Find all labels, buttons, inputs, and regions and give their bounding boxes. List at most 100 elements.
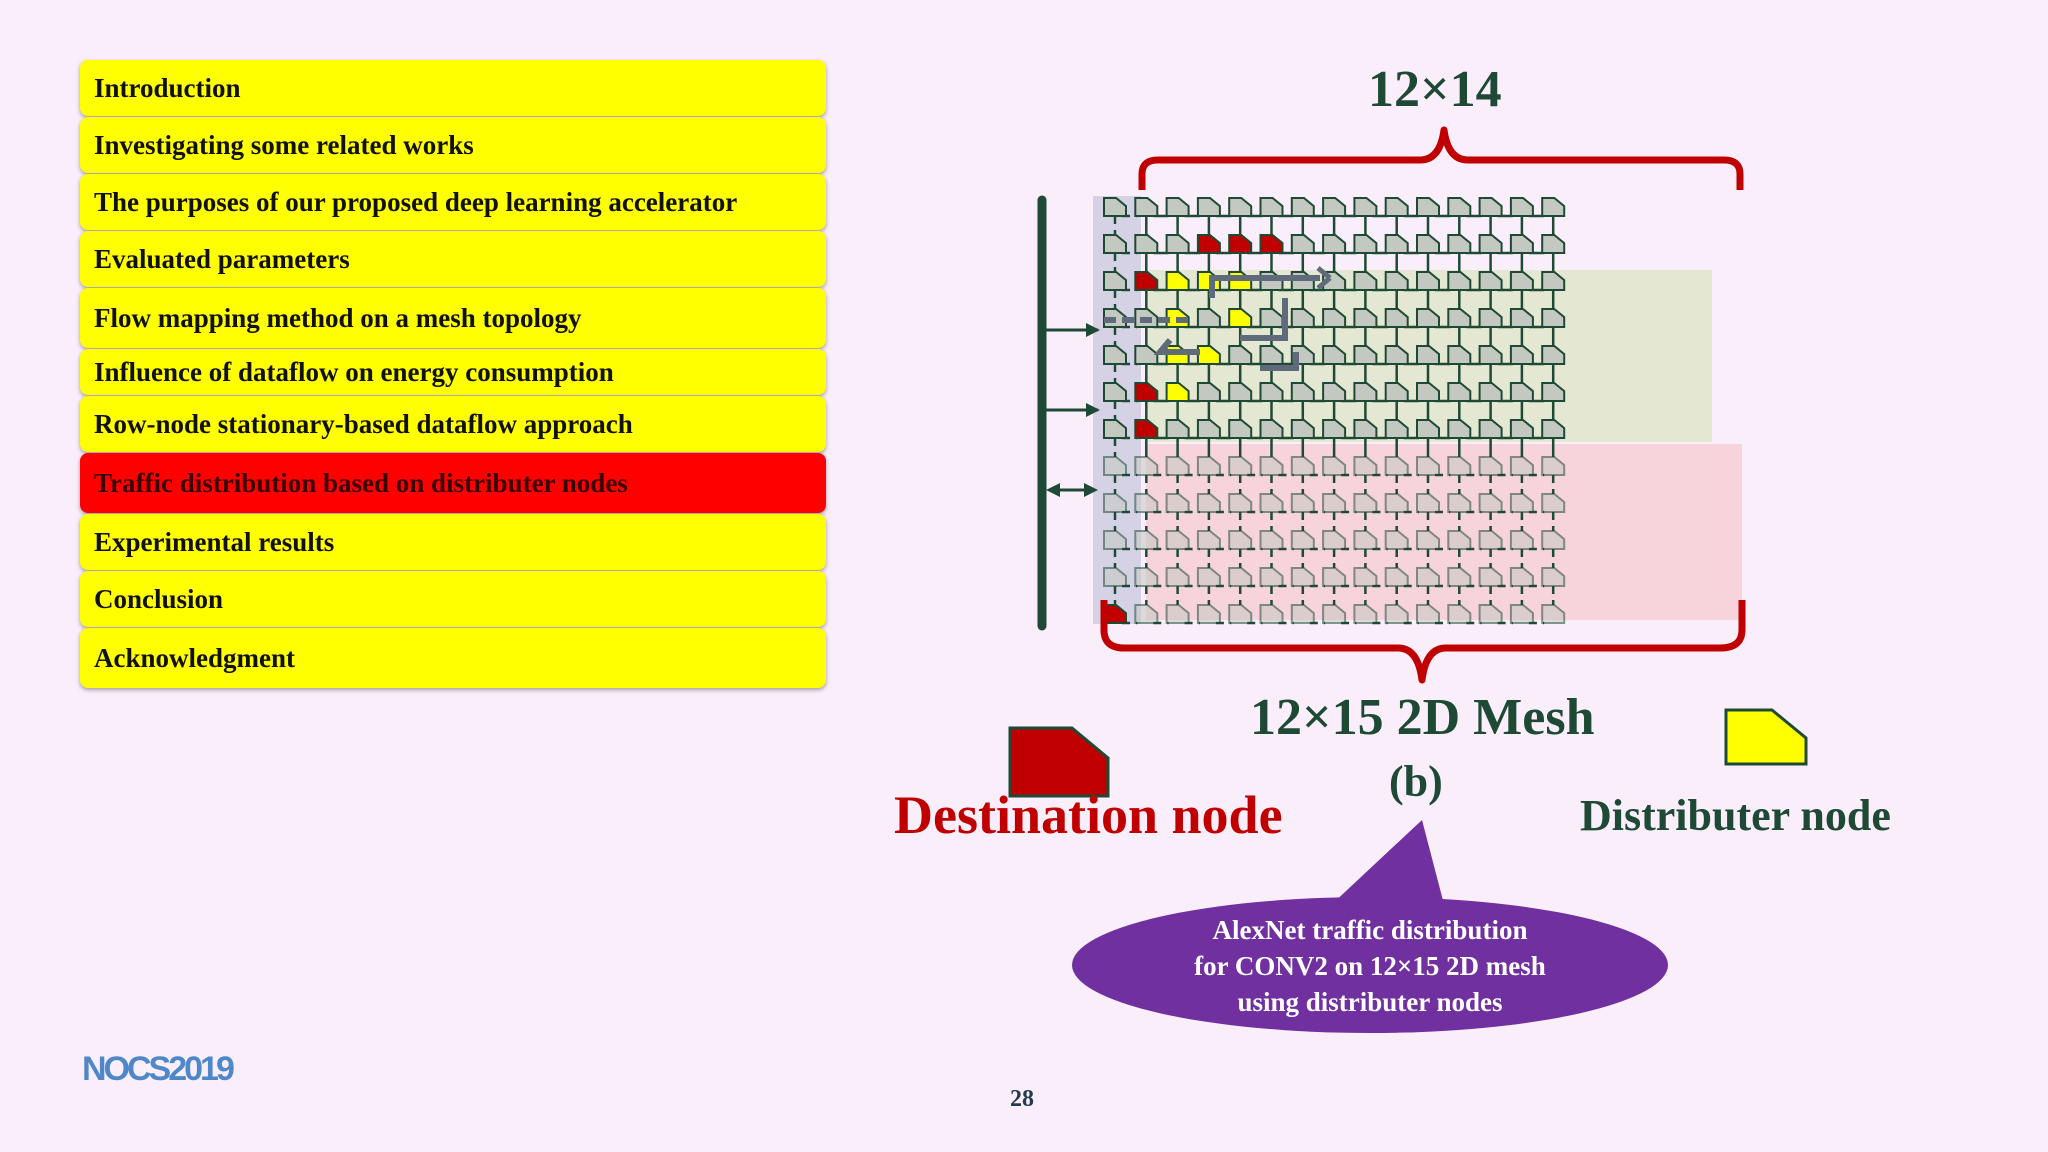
router-node [1228, 382, 1253, 402]
callout-text: AlexNet traffic distribution for CONV2 o… [1080, 912, 1660, 1020]
router-node [1196, 382, 1221, 402]
router-node [1322, 604, 1347, 624]
router-node [1134, 604, 1159, 624]
router-node [1541, 308, 1566, 328]
router-node [1353, 530, 1378, 550]
router-node [1228, 493, 1253, 513]
agenda-item: Investigating some related works [80, 117, 826, 173]
router-node [1384, 493, 1409, 513]
router-node [1416, 382, 1440, 402]
router-node [1103, 530, 1127, 550]
router-node [1322, 567, 1347, 587]
distributer-node [1196, 345, 1221, 365]
router-node [1384, 197, 1409, 217]
arrowhead [1084, 483, 1098, 497]
destination-node [1228, 234, 1253, 254]
router-node [1103, 493, 1127, 513]
router-node [1353, 234, 1378, 254]
router-node [1447, 419, 1472, 439]
router-node [1290, 456, 1315, 476]
router-node [1353, 567, 1378, 587]
router-node [1259, 382, 1284, 402]
router-node [1447, 604, 1472, 624]
router-node [1509, 604, 1534, 624]
router-node [1478, 493, 1503, 513]
router-node [1416, 567, 1440, 587]
traffic-arrow [1260, 352, 1299, 371]
router-node [1196, 308, 1221, 328]
router-node [1416, 456, 1440, 476]
router-node [1541, 493, 1566, 513]
router-node [1478, 419, 1503, 439]
router-node [1259, 567, 1284, 587]
router-node [1416, 493, 1440, 513]
distributer-node-legend-icon [1724, 708, 1808, 766]
router-node [1353, 604, 1378, 624]
router-node [1541, 271, 1566, 291]
traffic-arrow [1153, 338, 1200, 355]
router-node [1228, 345, 1253, 365]
top-brace [1138, 126, 1744, 190]
router-node [1416, 197, 1440, 217]
router-node [1103, 345, 1127, 365]
router-node [1259, 456, 1284, 476]
agenda-item: Influence of dataflow on energy consumpt… [80, 349, 826, 395]
agenda-item: Traffic distribution based on distribute… [80, 453, 826, 513]
router-node [1447, 234, 1472, 254]
router-node [1447, 567, 1472, 587]
router-node [1228, 456, 1253, 476]
router-node [1541, 345, 1566, 365]
router-node [1259, 197, 1284, 217]
destination-node [1134, 419, 1159, 439]
router-node [1196, 530, 1221, 550]
router-node [1134, 197, 1159, 217]
router-node [1322, 345, 1347, 365]
router-node [1478, 382, 1503, 402]
distributer-node [1165, 271, 1190, 291]
router-node [1478, 271, 1503, 291]
router-node [1384, 308, 1409, 328]
router-node [1478, 197, 1503, 217]
router-node [1478, 345, 1503, 365]
router-node [1259, 530, 1284, 550]
distributer-node [1165, 382, 1190, 402]
router-node [1103, 456, 1127, 476]
router-node [1541, 419, 1566, 439]
router-node [1196, 567, 1221, 587]
arrowhead [1086, 323, 1100, 337]
router-node [1134, 345, 1159, 365]
router-node [1353, 308, 1378, 328]
router-node [1196, 604, 1221, 624]
traffic-arrow [1240, 298, 1288, 341]
router-node [1478, 567, 1503, 587]
router-node [1134, 530, 1159, 550]
page-number: 28 [1010, 1086, 1034, 1112]
router-node [1416, 308, 1440, 328]
router-node [1447, 456, 1472, 476]
router-node [1165, 197, 1190, 217]
callout-bubble [1072, 897, 1668, 1033]
agenda-item: Introduction [80, 60, 826, 116]
router-node [1103, 234, 1127, 254]
router-node [1290, 419, 1315, 439]
router-node [1509, 493, 1534, 513]
router-node [1509, 308, 1534, 328]
agenda-item: Acknowledgment [80, 628, 826, 688]
router-node [1165, 604, 1190, 624]
router-node [1541, 234, 1566, 254]
router-node [1353, 493, 1378, 513]
router-node [1103, 567, 1127, 587]
router-node [1322, 234, 1347, 254]
destination-node-legend-label: Destination node [894, 785, 1283, 845]
mesh-size-label: 12×15 2D Mesh [1250, 689, 1595, 746]
router-node [1384, 234, 1409, 254]
router-node [1134, 493, 1159, 513]
router-node [1541, 456, 1566, 476]
router-node [1228, 567, 1253, 587]
router-node [1103, 382, 1127, 402]
router-node [1103, 271, 1127, 291]
router-node [1509, 456, 1534, 476]
router-node [1541, 567, 1566, 587]
